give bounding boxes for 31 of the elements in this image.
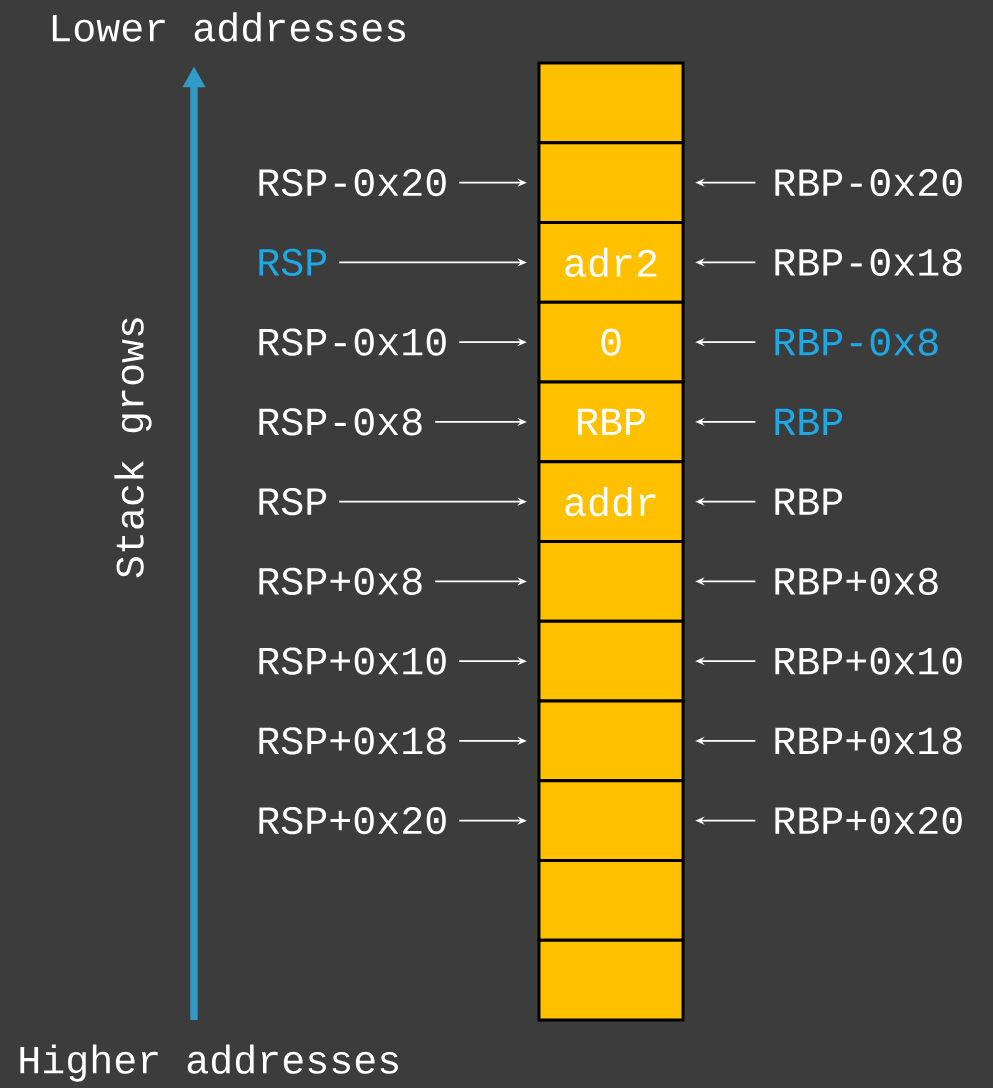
register-label: RBP-0x20 — [775, 169, 962, 197]
register-label: RSP+0x10 — [259, 647, 446, 675]
register-label: RBP+0x8 — [775, 567, 938, 595]
register-label: RSP — [259, 488, 327, 516]
register-label: RSP+0x20 — [259, 807, 446, 835]
register-label: RBP — [775, 408, 843, 436]
text-label: Stack grows — [114, 318, 152, 578]
register-label: RSP+0x8 — [259, 567, 422, 595]
register-label: RSP-0x8 — [259, 408, 422, 436]
register-label: RBP — [775, 488, 843, 515]
register-label: RSP+0x18 — [259, 727, 446, 755]
text-label: Lower addresses — [52, 12, 405, 42]
register-label: RBP+0x20 — [775, 807, 962, 835]
stack-cell: RBP — [537, 380, 685, 464]
stack-cell — [537, 859, 685, 942]
register-label: RSP-0x20 — [259, 169, 446, 197]
stack-cell: adr2 — [537, 221, 685, 304]
stack-cell — [537, 619, 685, 703]
register-label: RBP+0x10 — [775, 647, 962, 675]
stack-cell — [537, 540, 685, 623]
register-label: RSP — [259, 248, 327, 276]
stack-cell — [537, 141, 685, 224]
stack-cell — [537, 779, 685, 862]
stack-cell: 0 — [537, 300, 685, 384]
register-label: RBP-0x18 — [775, 248, 962, 276]
stack-cell: addr — [537, 460, 685, 543]
register-label: RBP+0x18 — [775, 727, 962, 755]
stack-cell — [537, 938, 685, 1022]
register-label: RSP-0x10 — [259, 328, 446, 356]
register-label: RBP-0x8 — [775, 328, 938, 356]
text-label: Higher addresses — [20, 1044, 398, 1082]
